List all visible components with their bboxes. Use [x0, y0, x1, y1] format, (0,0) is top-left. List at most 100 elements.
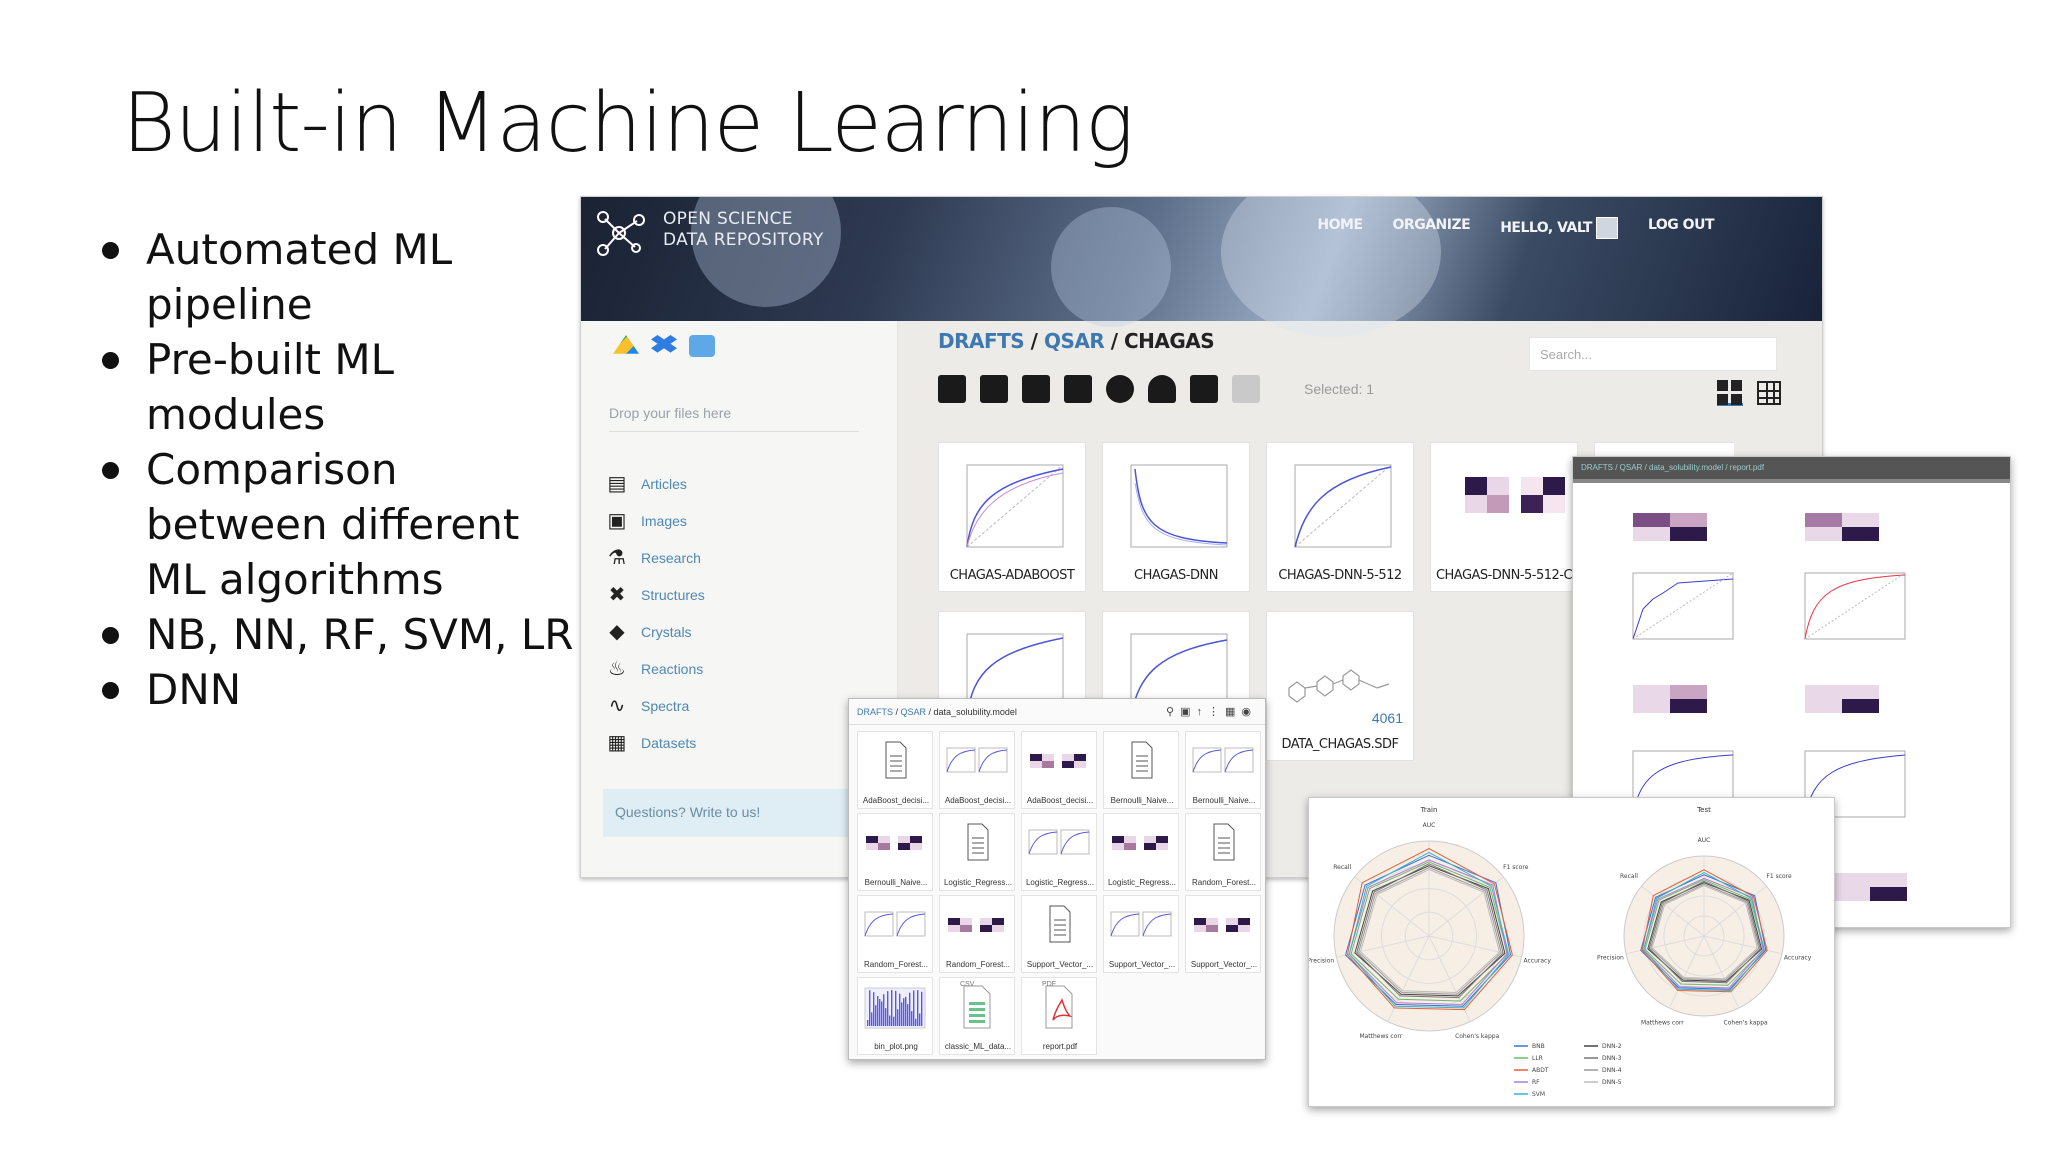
radar-axis-label: F1 score: [1766, 873, 1792, 880]
legend-label: ABDT: [1532, 1067, 1549, 1074]
sidebar-item-spectra[interactable]: ∿Spectra: [605, 687, 705, 724]
breadcrumb-drafts[interactable]: DRAFTS: [938, 329, 1025, 353]
radar-series-line: [1650, 883, 1760, 981]
folder-toolbar-icons[interactable]: ⚲▣↑⋮▦◉: [1166, 706, 1257, 718]
sidebar-item-images[interactable]: ▣Images: [605, 502, 705, 539]
user-greeting: HELLO, VALT: [1500, 220, 1592, 236]
file-label: CHAGAS-DNN-5-512: [1278, 568, 1402, 583]
folder-file-tile[interactable]: Bernoulli_Naive...: [1103, 731, 1179, 809]
move-icon[interactable]: [1064, 375, 1092, 403]
brand-line: DATA REPOSITORY: [663, 230, 824, 250]
edit-icon[interactable]: [980, 375, 1008, 403]
folder-file-tile[interactable]: AdaBoost_decisi...: [857, 731, 933, 809]
bullet-text: modules: [146, 390, 326, 439]
folder-file-tile[interactable]: Logistic_Regress...: [1021, 813, 1097, 891]
folder-file-tile[interactable]: AdaBoost_decisi...: [1021, 731, 1097, 809]
info-icon[interactable]: [1106, 375, 1134, 403]
file-label: AdaBoost_decisi...: [862, 796, 930, 805]
table-view-icon[interactable]: [1757, 381, 1781, 405]
google-drive-icon[interactable]: [613, 335, 639, 354]
add-icon[interactable]: [938, 375, 966, 403]
molecule-thumbnail: [1288, 669, 1390, 703]
logo-icon[interactable]: [591, 203, 651, 263]
doc-thumbnail: [885, 741, 907, 779]
breadcrumb-qsar[interactable]: QSAR: [900, 707, 927, 717]
folder-file-tile[interactable]: AdaBoost_decisi...: [939, 731, 1015, 809]
grid-view-icon[interactable]: [1717, 380, 1743, 406]
search-input[interactable]: Search...: [1529, 337, 1777, 371]
folder-file-tile[interactable]: Bernoulli_Naive...: [857, 813, 933, 891]
sidebar-item-research[interactable]: ⚗Research: [605, 539, 705, 576]
radar-axis-label: Cohen's kappa: [1724, 1019, 1769, 1026]
questions-link[interactable]: Questions? Write to us!: [603, 789, 863, 837]
folder-file-tile[interactable]: Random_Forest...: [1185, 813, 1261, 891]
plot-thumbnail: [1192, 747, 1254, 773]
sidebar-item-label: Structures: [641, 586, 705, 603]
folder-file-tile[interactable]: Logistic_Regress...: [939, 813, 1015, 891]
nav-logout[interactable]: LOG OUT: [1647, 217, 1715, 233]
folder-file-tile[interactable]: Support_Vector_...: [1103, 895, 1179, 973]
radar-axis-label: Precision: [1597, 954, 1624, 961]
radar-axis-label: Matthews corr: [1359, 1033, 1402, 1040]
folder-file-tile[interactable]: Support_Vector_...: [1185, 895, 1261, 973]
file-label: AdaBoost_decisi...: [1026, 796, 1094, 805]
radar-axis-label: AUC: [1423, 822, 1436, 829]
file-label: CHAGAS-DNN-5-512-C: [1435, 568, 1573, 583]
file-card[interactable]: CHAGAS-DNN-5-512: [1266, 442, 1414, 592]
matrix-thumbnail: [948, 918, 1004, 932]
radar-axis-label: Precision: [1309, 958, 1334, 965]
file-type-tag: CSV: [960, 981, 975, 988]
radar-axis-label: Recall: [1620, 873, 1638, 880]
folder-file-tile[interactable]: Random_Forest...: [857, 895, 933, 973]
sidebar-item-datasets[interactable]: ▦Datasets: [605, 724, 705, 761]
file-label: Bernoulli_Naive...: [1110, 796, 1174, 805]
bullet-text: DNN: [146, 665, 242, 714]
brand-name: OPEN SCIENCE DATA REPOSITORY: [663, 209, 824, 251]
radar-series-line: [1356, 863, 1504, 999]
radar-axis-label: Matthews corr: [1641, 1019, 1684, 1026]
file-card[interactable]: CHAGAS-DNN: [1102, 442, 1250, 592]
file-card[interactable]: CHAGAS-ADABOOST: [938, 442, 1086, 592]
nav-organize[interactable]: ORGANIZE: [1392, 217, 1471, 233]
sidebar-item-articles[interactable]: ▤Articles: [605, 465, 705, 502]
file-card[interactable]: 4061 DATA_CHAGAS.SDF: [1266, 611, 1414, 761]
folder-window[interactable]: DRAFTS / QSAR / data_solubility.model ⚲▣…: [848, 698, 1266, 1060]
selection-count: Selected: 1: [1304, 381, 1375, 397]
folder-file-tile[interactable]: Bernoulli_Naive...: [1185, 731, 1261, 809]
breadcrumb-current: data_solubility.model: [933, 707, 1017, 717]
avatar: [1595, 217, 1618, 239]
nav-user[interactable]: HELLO, VALT: [1500, 217, 1618, 239]
sidebar-item-crystals[interactable]: ◆Crystals: [605, 613, 705, 650]
file-label: Random_Forest...: [1191, 878, 1257, 887]
sidebar-item-structures[interactable]: ✖Structures: [605, 576, 705, 613]
dropbox-icon[interactable]: [651, 335, 677, 353]
nav-home[interactable]: HOME: [1317, 217, 1363, 233]
folder-file-tile[interactable]: Random_Forest...: [939, 895, 1015, 973]
sidebar: Drop your files here ▤Articles ▣Images ⚗…: [581, 321, 898, 877]
matrix-thumbnail: [1112, 836, 1168, 850]
download-icon[interactable]: [1148, 375, 1176, 403]
file-label: DATA_CHAGAS.SDF: [1281, 737, 1399, 752]
image-icon: ▣: [607, 509, 627, 532]
roc-thumbnail: [966, 464, 1064, 548]
file-card[interactable]: CHAGAS-DNN-5-512-C: [1430, 442, 1578, 592]
delete-icon[interactable]: [1022, 375, 1050, 403]
breadcrumb-drafts[interactable]: DRAFTS: [857, 707, 893, 717]
breadcrumb-qsar[interactable]: QSAR: [1043, 329, 1105, 353]
sidebar-item-label: Crystals: [641, 623, 692, 640]
file-label: Logistic_Regress...: [1025, 878, 1095, 887]
box-icon[interactable]: [689, 335, 715, 357]
folder-file-tile[interactable]: bin_plot.png: [857, 977, 933, 1055]
matrix-thumbnail: [866, 836, 922, 850]
folder-file-tile[interactable]: Support_Vector_...: [1021, 895, 1097, 973]
radar-spoke: [1428, 935, 1471, 1022]
file-label: Support_Vector_...: [1026, 960, 1094, 969]
export-icon[interactable]: [1190, 375, 1218, 403]
sidebar-item-reactions[interactable]: ♨Reactions: [605, 650, 705, 687]
file-dropzone[interactable]: Drop your files here: [609, 405, 859, 432]
folder-file-tile[interactable]: Logistic_Regress...: [1103, 813, 1179, 891]
